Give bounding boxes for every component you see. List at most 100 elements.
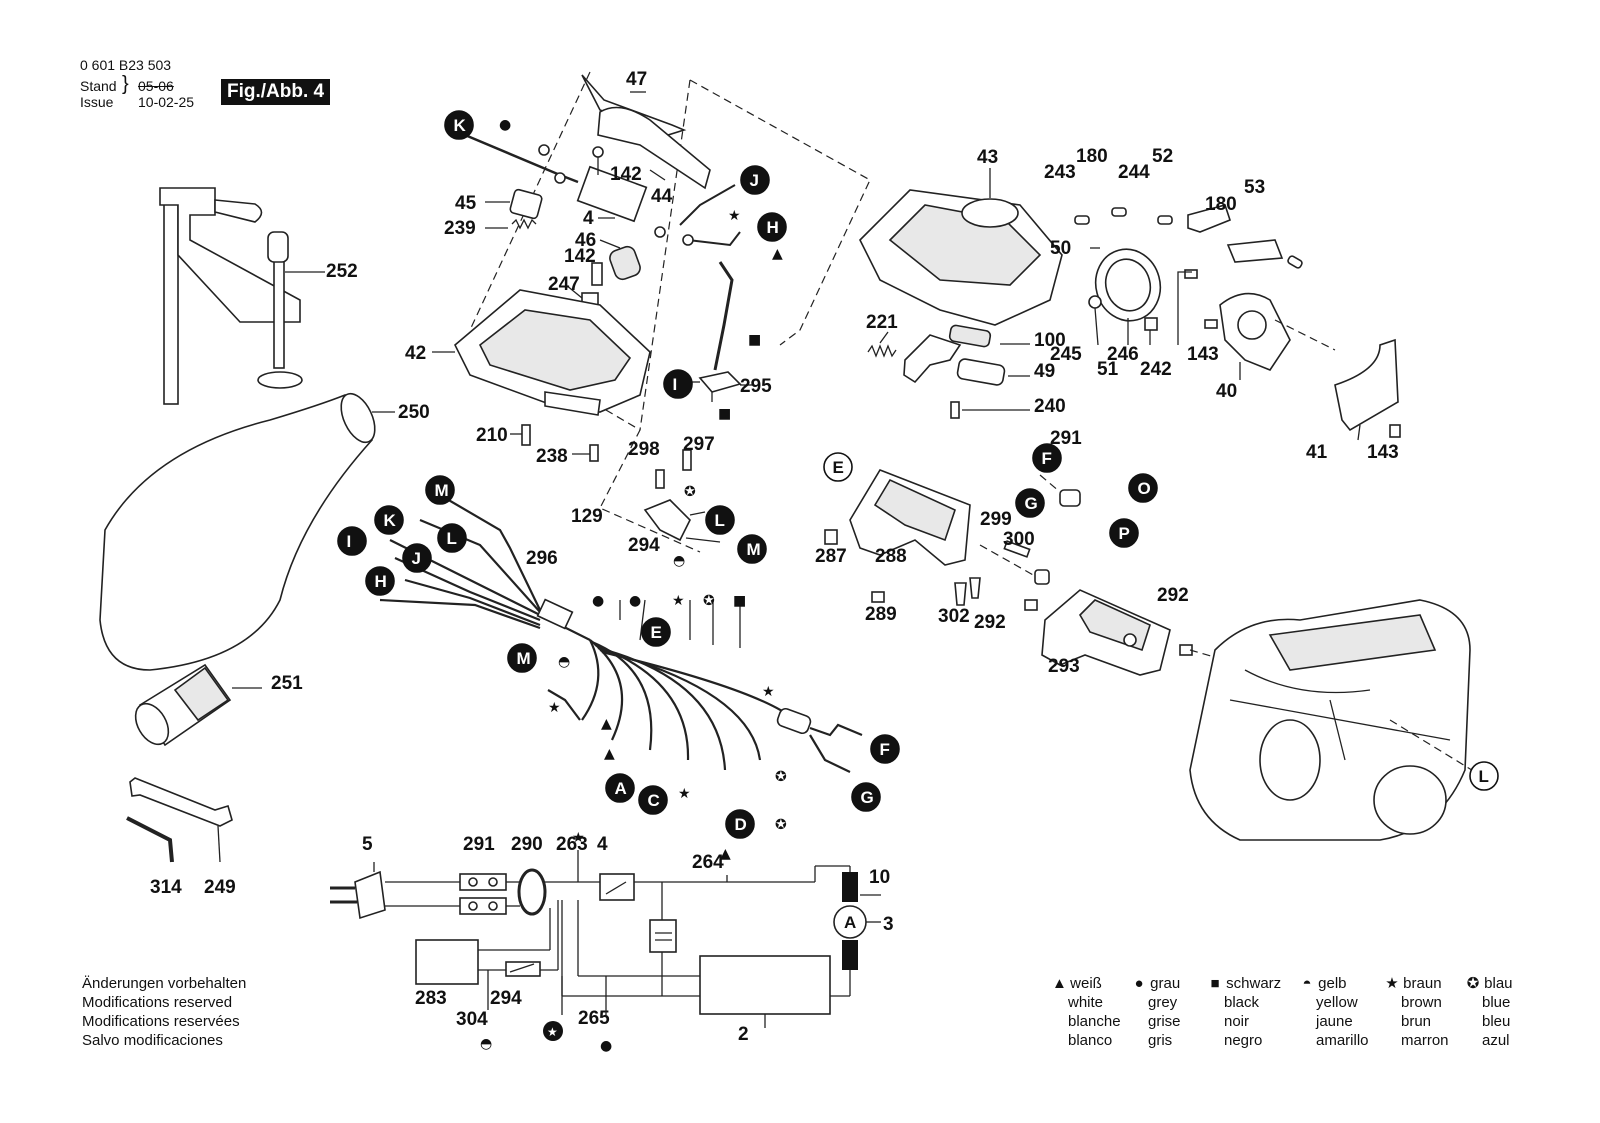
legend-symbol: ● (1134, 975, 1144, 992)
legend-line: black (1224, 994, 1260, 1011)
part-number-label: 142 (564, 246, 596, 267)
legend-line: blanco (1068, 1032, 1113, 1049)
svg-text:▲: ▲ (604, 746, 615, 762)
parts-50-52-53 (1074, 204, 1303, 322)
connector-letter-circle (365, 566, 395, 596)
housing-part-288 (824, 469, 971, 603)
part-number-label: 298 (628, 439, 660, 460)
part-number-label: 264 (692, 852, 724, 873)
legend-line: bleu (1482, 1013, 1511, 1030)
part-number-label: 289 (865, 604, 897, 625)
saw-body (1189, 599, 1481, 841)
screws-298-297 (655, 449, 692, 489)
connector-letter-circle (641, 617, 671, 647)
part-number-label: 44 (651, 186, 673, 207)
svg-text:■: ■ (718, 406, 731, 422)
part-number-label: 244 (1118, 162, 1150, 183)
brace-symbol: } (122, 73, 129, 95)
issue-label: Issue (80, 94, 114, 110)
svg-text:✪: ✪ (703, 593, 715, 609)
connector-letter: M (435, 481, 449, 500)
svg-text:▲: ▲ (720, 846, 731, 862)
part-number-label: 304 (456, 1009, 488, 1030)
part-number-label: 41 (1306, 442, 1328, 463)
switchbox-part-293 (1024, 589, 1226, 676)
legend-line: negro (1224, 1032, 1263, 1049)
part-number-label: 251 (271, 673, 303, 694)
screws-245-246 (1088, 271, 1192, 346)
connector-letter: G (861, 788, 874, 807)
parts-221-100-49-240 (867, 324, 1030, 419)
svg-text:●: ● (499, 117, 511, 133)
issue-value: 10-02-25 (138, 94, 195, 110)
legend-line: amarillo (1316, 1032, 1369, 1049)
dust-bag-part-250 (99, 392, 395, 671)
stand-value: 05-06 (138, 78, 174, 94)
part-number-label: 240 (1034, 396, 1066, 417)
part-number-label: 299 (980, 509, 1012, 530)
screws-210-238 (510, 424, 599, 462)
legend-symbol: ▲ (1052, 975, 1067, 992)
connector-letter-circle (870, 734, 900, 764)
part-number-label: 314 (150, 877, 182, 898)
part-number-label: 47 (626, 69, 647, 90)
part-number-label: 5 (362, 834, 373, 855)
legend-symbol: ■ (1210, 975, 1220, 992)
legend-line: jaune (1316, 1013, 1353, 1030)
connector-letter-circle (605, 773, 635, 803)
connector-letter: E (833, 458, 844, 477)
legend-line: marron (1401, 1032, 1449, 1049)
part-number-label: 2 (738, 1024, 749, 1045)
connector-letter: C (648, 791, 660, 810)
connector-letter: M (517, 649, 531, 668)
handle-group-47-44 (581, 74, 711, 190)
part-number-label: 293 (1048, 656, 1080, 677)
connector-letter: F (1042, 449, 1052, 468)
connector-letter-circle (638, 785, 668, 815)
part-number-label: 294 (490, 988, 522, 1009)
part-number-label: 290 (511, 834, 543, 855)
part-number-label: 43 (977, 147, 998, 168)
svg-text:■: ■ (748, 332, 761, 348)
svg-text:▲: ▲ (601, 716, 612, 732)
part-number-label: 210 (476, 425, 508, 446)
legend-symbol: ★ (1385, 975, 1399, 992)
connector-letter: I (347, 532, 352, 551)
part-number-label: 46 (575, 230, 596, 251)
svg-text:★: ★ (728, 208, 741, 224)
legend-line: azul (1482, 1032, 1510, 1049)
document-number: 0 601 B23 503 (80, 57, 172, 73)
connector-letter: G (1025, 494, 1038, 513)
svg-text:✪: ✪ (684, 484, 696, 500)
part-number-label: 283 (415, 988, 447, 1009)
connector-letter-circle (337, 526, 367, 556)
connector-letter: H (375, 572, 387, 591)
connector-letter-circle (1128, 473, 1158, 503)
svg-text:✪: ✪ (775, 769, 787, 785)
part-number-label: 53 (1244, 177, 1265, 198)
part-number-label: 302 (938, 606, 970, 627)
connector-letter: A (615, 779, 627, 798)
note-line: Änderungen vorbehalten (82, 975, 247, 992)
note-line: Salvo modificaciones (82, 1032, 223, 1049)
connector-letter-circle (1469, 761, 1499, 791)
rods-j-h-295 (654, 184, 752, 402)
legend-line: grey (1148, 994, 1178, 1011)
connector-letter: L (1479, 767, 1489, 786)
svg-text:★: ★ (672, 593, 685, 609)
connector-letter: J (750, 171, 759, 190)
part-number-label: 40 (1216, 381, 1237, 402)
legend-line: ▲ weiß (1052, 975, 1102, 992)
part-number-label: 143 (1367, 442, 1399, 463)
svg-text:●: ● (592, 593, 604, 609)
legend-line: blanche (1068, 1013, 1121, 1030)
part-number-label: 297 (683, 434, 715, 455)
cover-part-43 (859, 168, 1063, 326)
switch-part-4 (576, 146, 648, 223)
part-number-label: 265 (578, 1008, 610, 1029)
connector-letter: H (767, 218, 779, 237)
svg-text:◓: ◓ (558, 654, 570, 670)
